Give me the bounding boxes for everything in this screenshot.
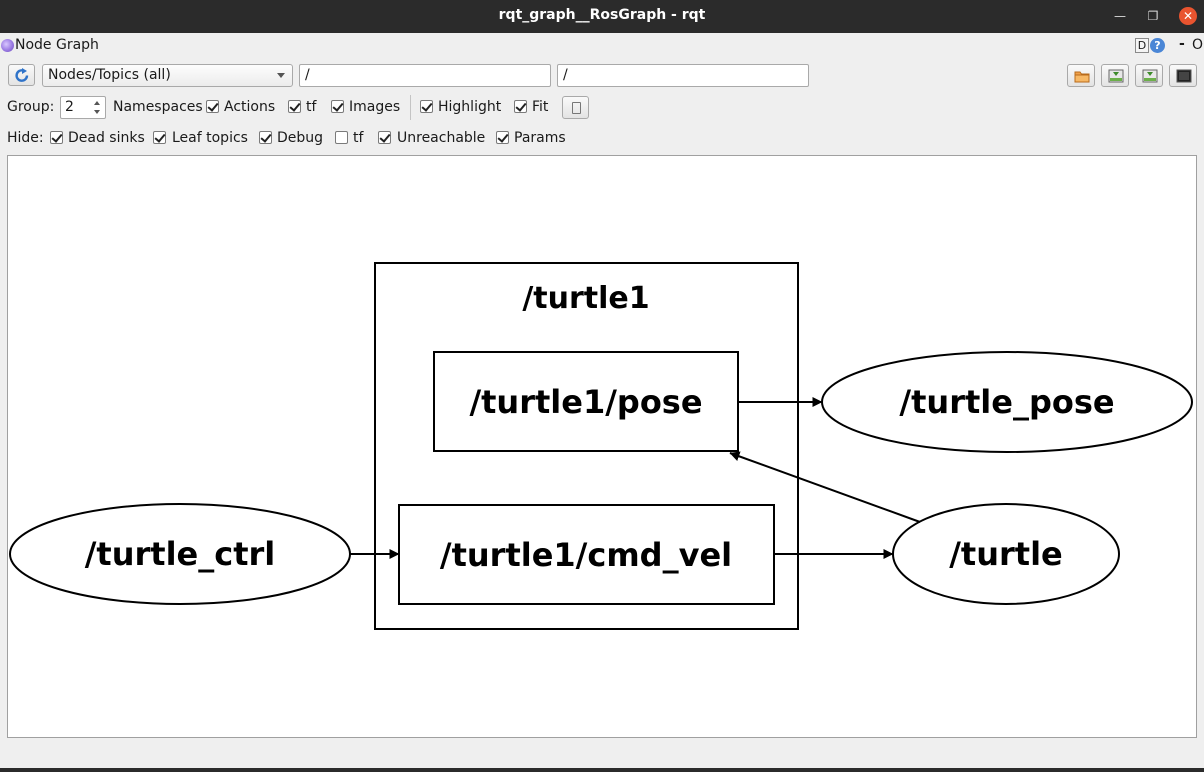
group-value: 2 bbox=[65, 99, 74, 115]
bottom-edge bbox=[0, 768, 1204, 772]
highlight-checkbox[interactable] bbox=[420, 100, 433, 113]
dead-sinks-label: Dead sinks bbox=[68, 130, 145, 146]
node-filter-value: / bbox=[305, 67, 310, 83]
params-label: Params bbox=[514, 130, 566, 146]
debug-label: Debug bbox=[277, 130, 324, 146]
toolbar-separator bbox=[410, 95, 411, 120]
fit-label: Fit bbox=[532, 99, 549, 115]
node-turtle-label: /turtle bbox=[949, 535, 1063, 573]
hide-label: Hide: bbox=[7, 130, 44, 146]
edge-turtle-to-pose bbox=[729, 451, 921, 523]
folder-icon bbox=[1074, 71, 1090, 83]
minimize-icon[interactable]: — bbox=[1114, 9, 1126, 23]
save-image-button[interactable] bbox=[1169, 64, 1197, 87]
dock-header: Node Graph D ? - O bbox=[0, 35, 1204, 57]
refresh-icon bbox=[15, 68, 29, 82]
namespaces-checkbox[interactable] bbox=[206, 100, 219, 113]
group-label: Group: bbox=[7, 99, 55, 115]
graph-canvas[interactable]: /turtle1 /turtle1/pose /turtle1/cmd_vel … bbox=[7, 155, 1197, 738]
graph-svg: /turtle1 /turtle1/pose /turtle1/cmd_vel … bbox=[9, 262, 1193, 630]
params-checkbox[interactable] bbox=[496, 131, 509, 144]
save-svg-button[interactable] bbox=[1135, 64, 1163, 87]
dock-minimize-button[interactable]: - bbox=[1179, 36, 1185, 52]
view-mode-value: Nodes/Topics (all) bbox=[48, 67, 171, 83]
chevron-down-icon bbox=[277, 73, 285, 78]
load-dot-button[interactable] bbox=[1067, 64, 1095, 87]
node-turtle-pose-label: /turtle_pose bbox=[899, 383, 1114, 421]
dock-d-button[interactable]: D bbox=[1135, 38, 1149, 53]
topic-pose-label: /turtle1/pose bbox=[469, 383, 702, 421]
node-filter-input[interactable]: / bbox=[299, 64, 551, 87]
image-icon bbox=[1176, 69, 1192, 83]
save-dot-button[interactable] bbox=[1101, 64, 1129, 87]
fit-checkbox[interactable] bbox=[514, 100, 527, 113]
namespace-cluster-label: /turtle1 bbox=[522, 281, 649, 316]
highlight-label: Highlight bbox=[438, 99, 502, 115]
debug-checkbox[interactable] bbox=[259, 131, 272, 144]
window-titlebar: rqt_graph__RosGraph - rqt — ❐ ✕ bbox=[0, 0, 1204, 33]
topic-cmd-vel-label: /turtle1/cmd_vel bbox=[440, 536, 732, 574]
actions-label: Actions bbox=[224, 99, 276, 115]
maximize-icon[interactable]: ❐ bbox=[1147, 9, 1159, 23]
close-icon[interactable]: ✕ bbox=[1179, 7, 1197, 25]
tf-option-checkbox[interactable] bbox=[288, 100, 301, 113]
view-mode-select[interactable]: Nodes/Topics (all) bbox=[42, 64, 293, 87]
namespaces-label: Namespaces bbox=[113, 99, 203, 115]
spin-up-icon[interactable] bbox=[94, 101, 100, 105]
node-turtle-ctrl-label: /turtle_ctrl bbox=[85, 535, 276, 573]
save-dot-icon bbox=[1108, 69, 1124, 83]
images-label: Images bbox=[349, 99, 401, 115]
hide-tf-checkbox[interactable] bbox=[335, 131, 348, 144]
spin-down-icon[interactable] bbox=[94, 110, 100, 114]
unreachable-checkbox[interactable] bbox=[378, 131, 391, 144]
save-svg-icon bbox=[1142, 69, 1158, 83]
unreachable-label: Unreachable bbox=[397, 130, 486, 146]
plugin-icon bbox=[1, 39, 14, 52]
tf-option-label: tf bbox=[306, 99, 317, 115]
leaf-topics-label: Leaf topics bbox=[172, 130, 248, 146]
help-icon[interactable]: ? bbox=[1150, 38, 1165, 53]
refresh-button[interactable] bbox=[8, 64, 35, 86]
dock-close-button[interactable]: O bbox=[1192, 37, 1204, 53]
namespace-cluster-box bbox=[374, 262, 799, 630]
topic-filter-input[interactable]: / bbox=[557, 64, 809, 87]
topic-filter-value: / bbox=[563, 67, 568, 83]
window-title: rqt_graph__RosGraph - rqt bbox=[498, 7, 706, 23]
plugin-title: Node Graph bbox=[15, 37, 99, 53]
group-spinbox[interactable]: 2 bbox=[60, 96, 106, 119]
images-checkbox[interactable] bbox=[331, 100, 344, 113]
hide-tf-label: tf bbox=[353, 130, 364, 146]
dead-sinks-checkbox[interactable] bbox=[50, 131, 63, 144]
fit-in-view-button[interactable] bbox=[562, 96, 589, 119]
leaf-topics-checkbox[interactable] bbox=[153, 131, 166, 144]
